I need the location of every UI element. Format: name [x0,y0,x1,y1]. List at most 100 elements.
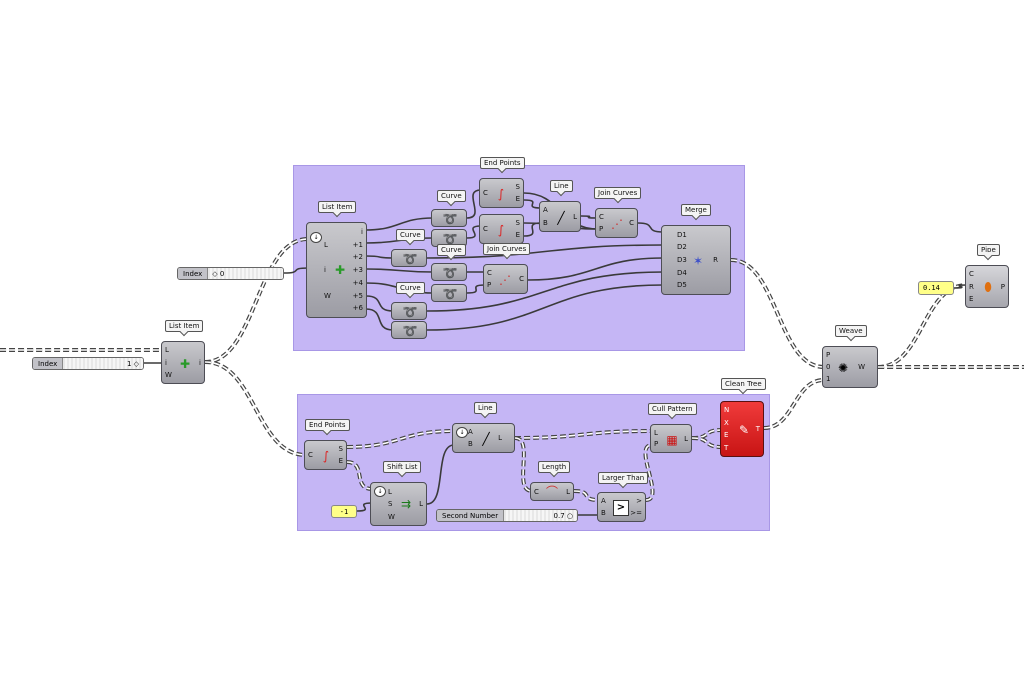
output-p[interactable]: P [1000,282,1005,291]
input-c[interactable]: C [308,451,313,459]
input-p[interactable]: P [599,225,604,233]
input-b[interactable]: B [601,509,606,517]
output-l[interactable]: L [419,500,423,508]
output-c[interactable]: C [519,275,524,283]
input-l[interactable]: L [388,487,392,496]
input-c[interactable]: C [487,269,492,277]
index-slider-top[interactable]: Index ◇ 0 [177,267,284,280]
input-c[interactable]: C [599,213,604,221]
input-1[interactable]: 1 [826,375,831,383]
input-d1[interactable]: D1 [677,230,687,239]
input-n[interactable]: N [724,406,730,415]
input-c[interactable]: C [969,270,974,279]
output-e[interactable]: E [338,457,343,465]
slider-value[interactable]: 0.7 ○ [504,510,577,521]
input-l[interactable]: L [654,428,658,437]
input-i[interactable]: i [324,266,326,274]
output-l[interactable]: L [566,487,570,496]
output-i[interactable]: i [199,358,201,367]
input-i[interactable]: i [165,358,167,367]
length[interactable]: C ⌒ L [530,482,574,501]
input-r[interactable]: R [969,282,974,291]
curve-param-a[interactable]: ➰ [431,209,467,227]
input-p[interactable]: P [487,281,492,289]
curve-param-g[interactable]: ➰ [391,321,427,339]
input-b[interactable]: B [543,218,548,227]
input-d2[interactable]: D2 [677,243,687,252]
input-b[interactable]: B [468,440,473,448]
output-gte[interactable]: >= [630,509,642,517]
curve-param-c[interactable]: ➰ [391,249,427,267]
input-0[interactable]: 0 [826,363,831,371]
wire [426,244,664,259]
slider-value[interactable]: ◇ 0 [208,268,283,279]
output-gt[interactable]: > [636,497,642,505]
output-plus1[interactable]: +1 [352,240,363,249]
input-x[interactable]: X [724,418,729,427]
input-c[interactable]: C [483,189,488,197]
input-d3[interactable]: D3 [677,255,687,264]
output-i[interactable]: i [361,227,363,236]
input-a[interactable]: A [468,428,473,436]
input-e[interactable]: E [724,431,729,440]
output-plus3[interactable]: +3 [352,266,363,274]
input-p[interactable]: P [826,351,831,359]
second-number-slider[interactable]: Second Number 0.7 ○ [436,509,578,522]
input-w[interactable]: W [165,370,172,379]
output-e[interactable]: E [515,231,520,239]
output-plus4[interactable]: +4 [352,278,363,287]
input-t[interactable]: T [724,443,729,452]
curve-param-f[interactable]: ➰ [391,302,427,320]
output-s[interactable]: S [338,445,343,453]
output-l[interactable]: L [498,434,502,442]
input-w[interactable]: W [388,512,395,521]
index-slider-main[interactable]: Index 1 ◇ [32,357,144,370]
input-d4[interactable]: D4 [677,268,687,277]
output-s[interactable]: S [515,183,520,191]
output-plus5[interactable]: +5 [352,291,363,300]
input-c[interactable]: C [534,487,539,496]
output-c[interactable]: C [629,219,634,227]
pipe-radius-panel[interactable]: 0.14 [918,281,954,295]
output-e[interactable]: E [515,195,520,203]
shift-panel[interactable]: -1 [331,505,357,518]
input-d5[interactable]: D5 [677,281,687,290]
input-s[interactable]: S [388,500,393,508]
slider-value[interactable]: 1 ◇ [63,358,143,369]
output-l[interactable]: L [573,212,577,221]
output-plus6[interactable]: +6 [352,304,363,313]
input-a[interactable]: A [601,497,606,505]
output-s[interactable]: S [515,219,520,227]
output-l[interactable]: L [684,434,688,443]
input-l[interactable]: L [324,240,328,249]
merge[interactable]: D1 D2 D3 D4 D5 ✶ R [661,225,731,295]
input-p[interactable]: P [654,440,659,449]
output-w[interactable]: W [858,363,865,371]
input-c[interactable]: C [483,225,488,233]
input-a[interactable]: A [543,206,548,215]
input-w[interactable]: W [324,291,331,300]
curve-param-e[interactable]: ➰ [431,284,467,302]
output-plus2[interactable]: +2 [352,253,363,262]
curve-param-d[interactable]: ➰ [431,263,467,281]
output-r[interactable]: R [713,256,718,264]
output-t[interactable]: T [755,425,760,433]
input-l[interactable]: L [165,346,169,355]
input-e[interactable]: E [969,294,974,303]
